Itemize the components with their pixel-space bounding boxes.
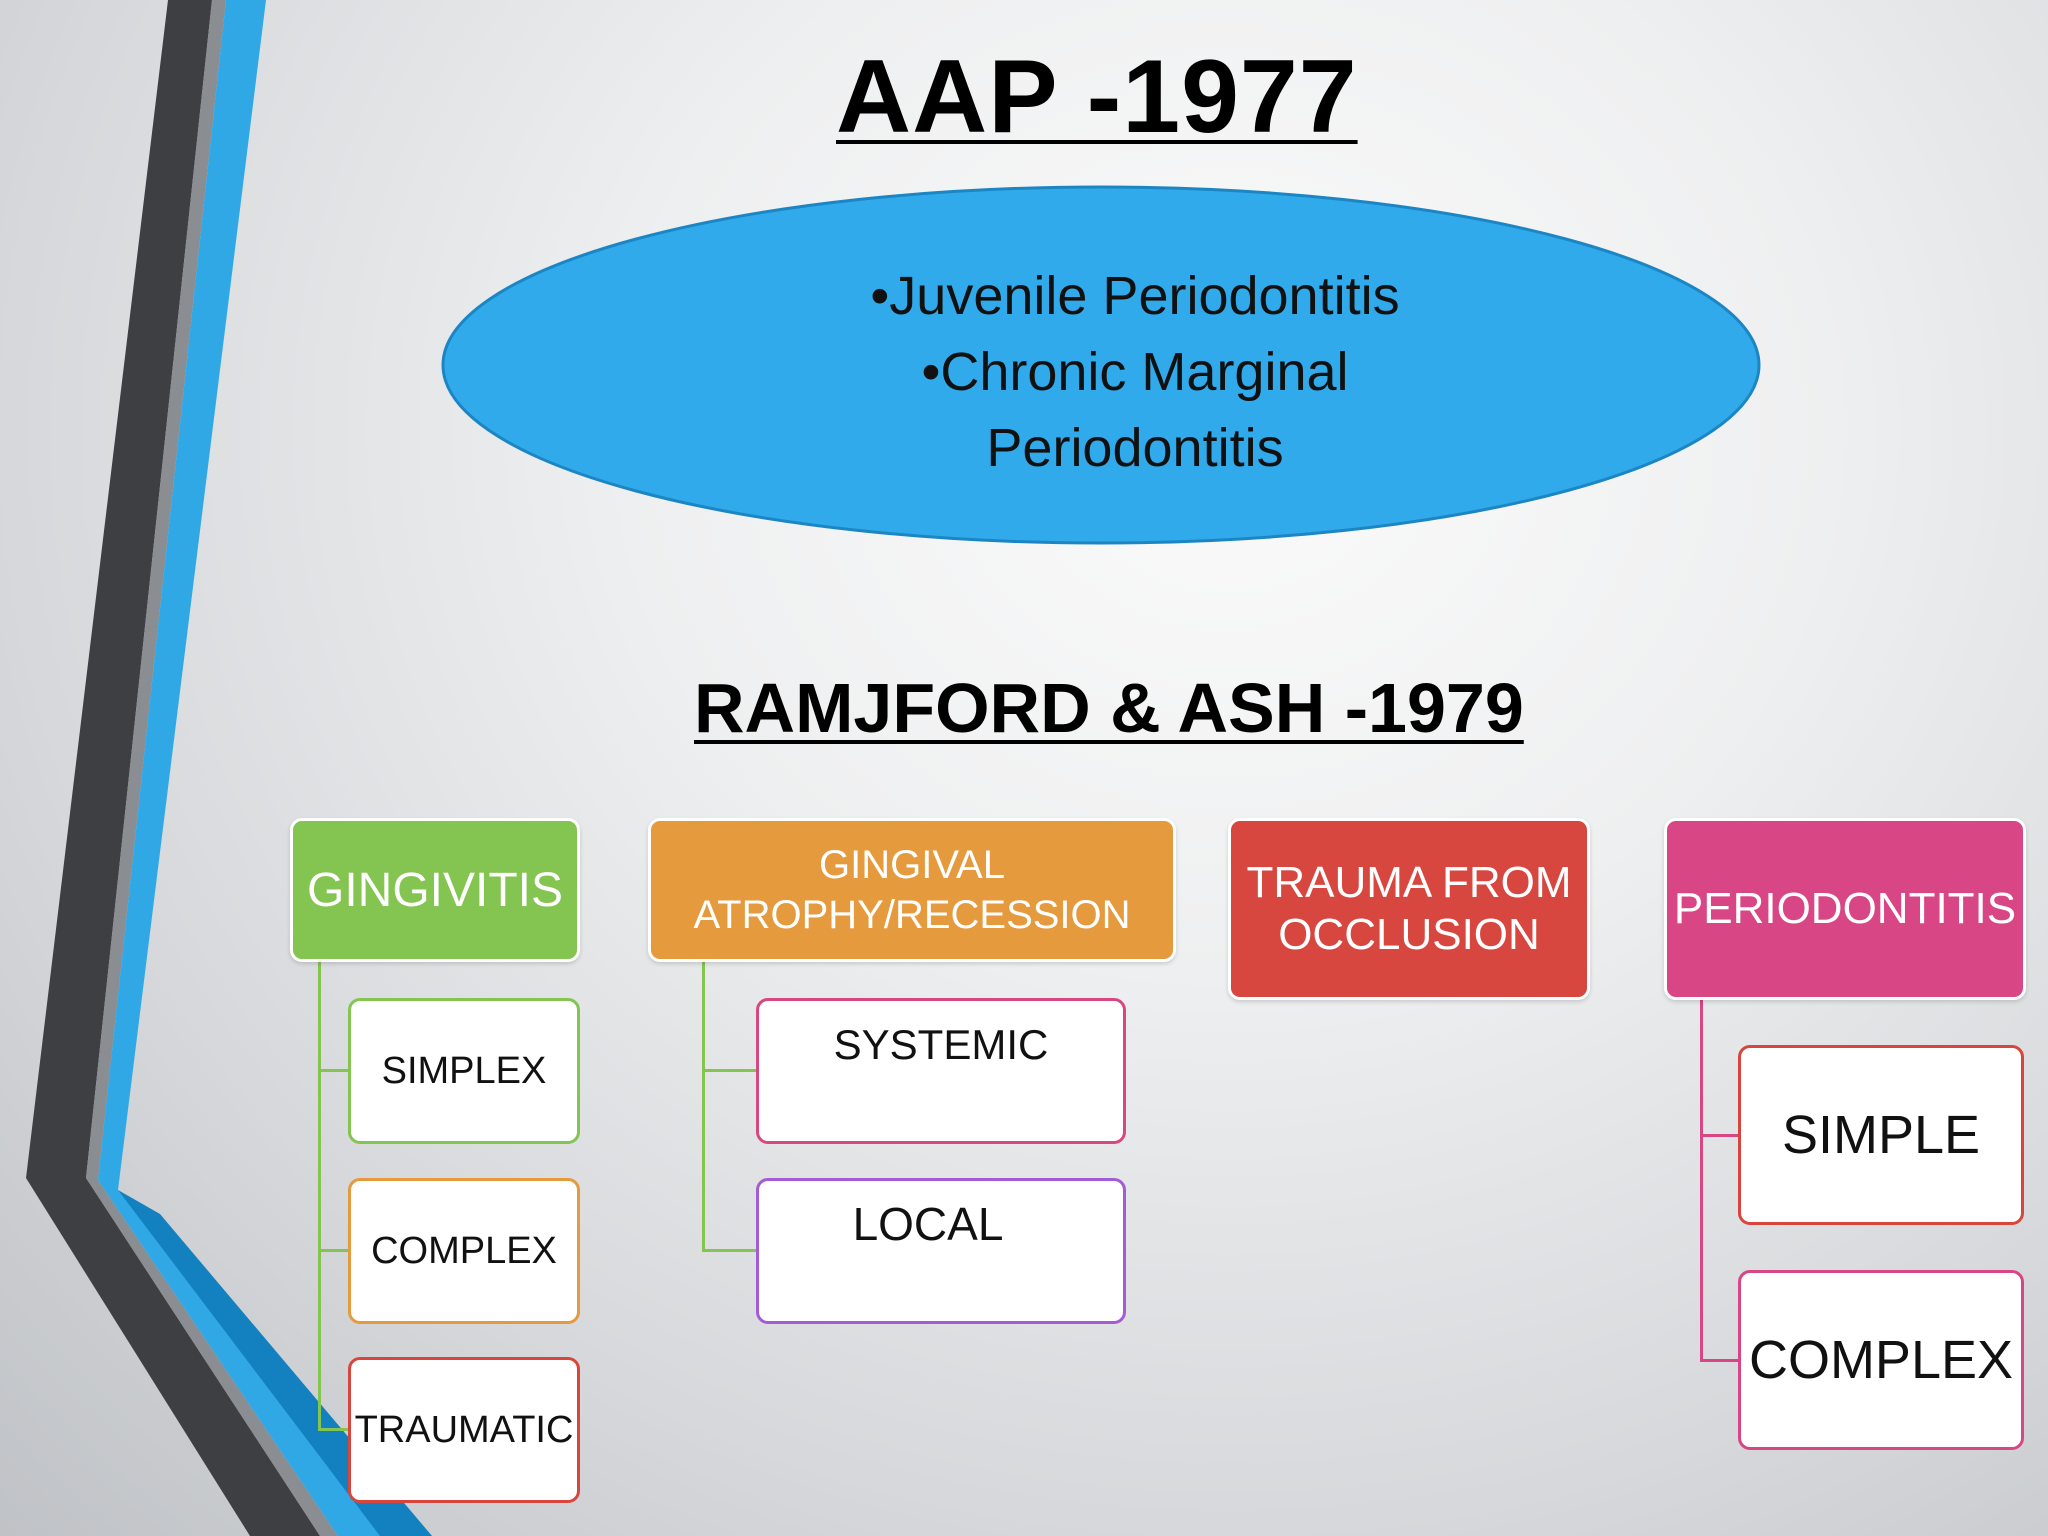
blue-stripe <box>98 0 432 1536</box>
category-trauma-from-occlusion: TRAUMA FROM OCCLUSION <box>1228 818 1590 1000</box>
aap-ellipse-text: •Juvenile Periodontitis •Chronic Margina… <box>760 258 1510 486</box>
gingivitis-branch-1 <box>318 1069 348 1072</box>
gingivitis-connector <box>318 960 321 1430</box>
child-traumatic-label: TRAUMATIC <box>354 1408 574 1451</box>
aap-title: AAP -1977 <box>836 39 1358 155</box>
category-periodontitis-label: PERIODONTITIS <box>1673 884 2017 933</box>
grey-stripe <box>86 0 338 1536</box>
category-gingivitis: GINGIVITIS <box>290 818 580 962</box>
child-complex-label: COMPLEX <box>371 1229 557 1272</box>
aap-item-3: Periodontitis <box>986 418 1284 478</box>
child-traumatic: TRAUMATIC <box>348 1357 580 1503</box>
aap-item-1: •Juvenile Periodontitis <box>870 266 1400 326</box>
aap-ellipse-shape <box>441 185 1761 545</box>
gingivitis-branch-2 <box>318 1249 348 1252</box>
child-simplex-label: SIMPLEX <box>381 1049 547 1092</box>
child-local: LOCAL <box>756 1178 1126 1324</box>
child-local-label: LOCAL <box>852 1198 1004 1250</box>
child-complex: COMPLEX <box>348 1178 580 1324</box>
recession-branch-2 <box>702 1249 756 1252</box>
child-periodontitis-complex-label: COMPLEX <box>1748 1330 2014 1390</box>
category-periodontitis: PERIODONTITIS <box>1664 818 2026 1000</box>
category-trauma-label: TRAUMA FROM OCCLUSION <box>1246 858 1572 959</box>
category-gingival-recession-label: GINGIVAL ATROPHY/RECESSION <box>693 843 1131 937</box>
dark-stripe <box>26 0 320 1536</box>
child-periodontitis-complex: COMPLEX <box>1738 1270 2024 1450</box>
child-simplex: SIMPLEX <box>348 998 580 1144</box>
child-simple-label: SIMPLE <box>1781 1105 1981 1165</box>
child-simple: SIMPLE <box>1738 1045 2024 1225</box>
periodontitis-connector <box>1700 998 1703 1362</box>
child-systemic-label: SYSTEMIC <box>833 1021 1049 1068</box>
recession-branch-1 <box>702 1069 756 1072</box>
category-gingivitis-label: GINGIVITIS <box>306 863 564 917</box>
ramjford-title: RAMJFORD & ASH -1979 <box>694 669 1524 747</box>
aap-item-2: •Chronic Marginal <box>921 342 1349 402</box>
periodontitis-branch-1 <box>1700 1134 1738 1137</box>
gingivitis-branch-3 <box>318 1428 348 1431</box>
recession-connector <box>702 960 705 1252</box>
child-systemic: SYSTEMIC <box>756 998 1126 1144</box>
category-gingival-recession: GINGIVAL ATROPHY/RECESSION <box>648 818 1176 962</box>
periodontitis-branch-2 <box>1700 1359 1738 1362</box>
